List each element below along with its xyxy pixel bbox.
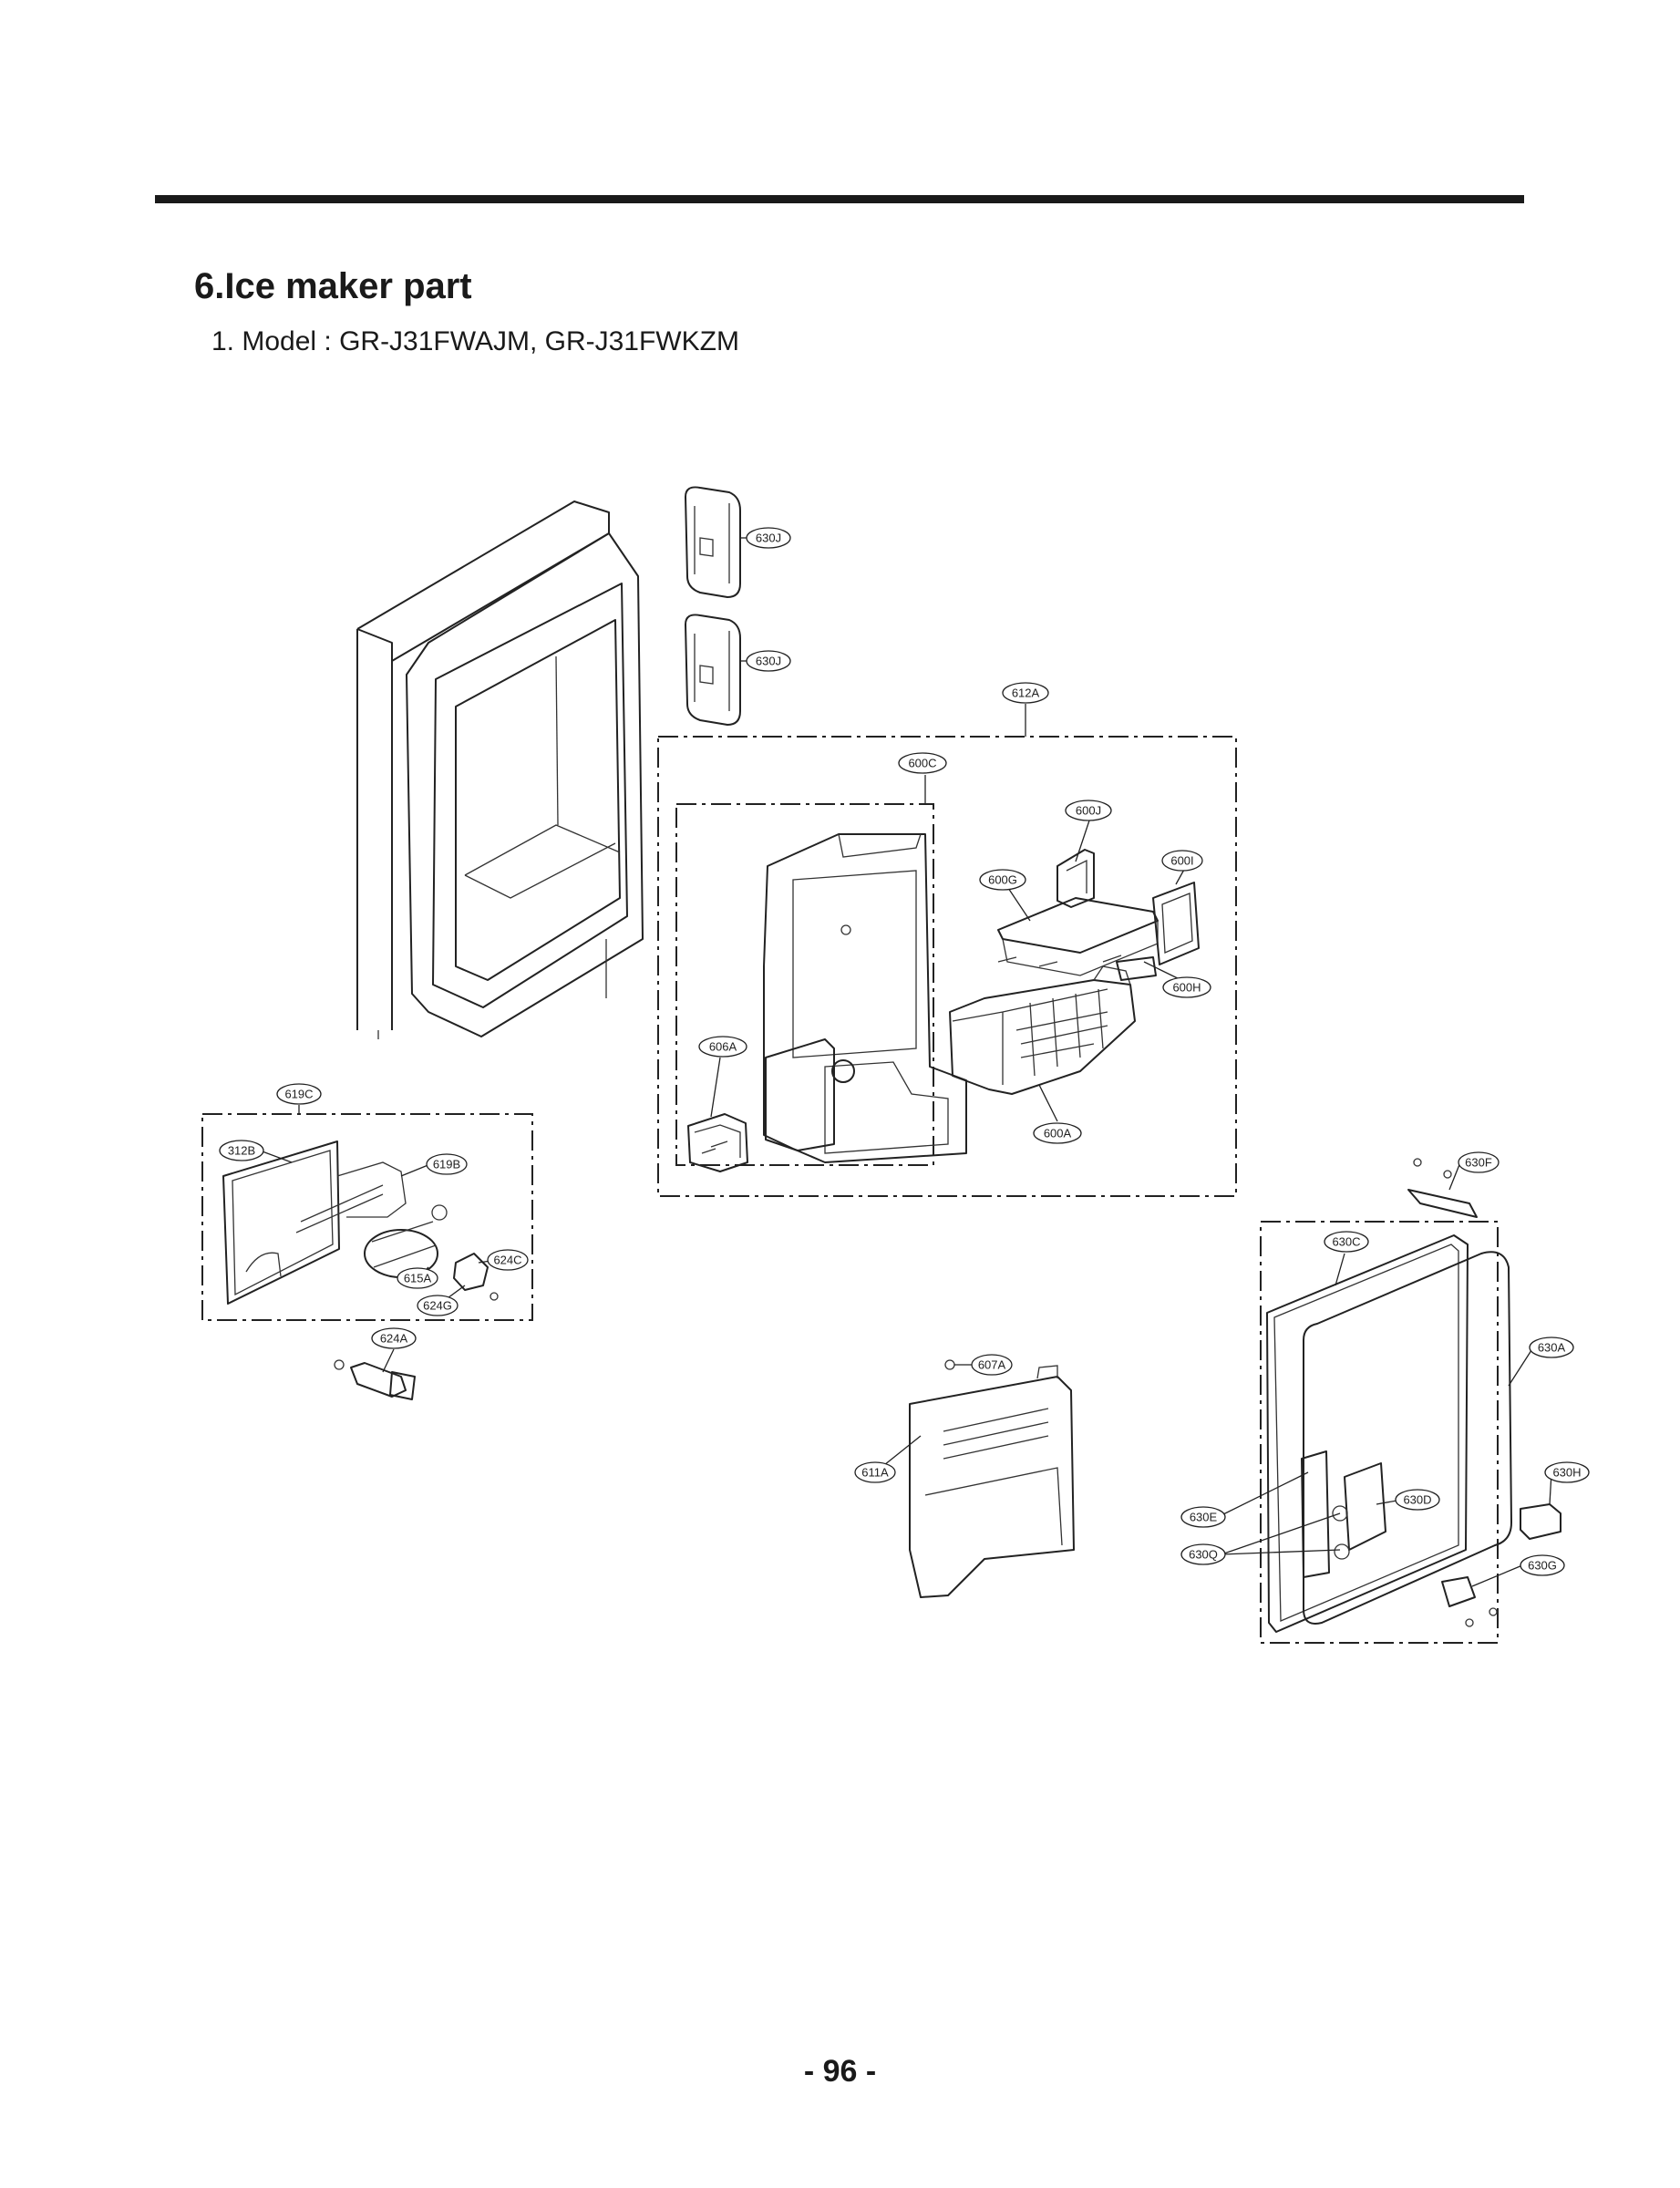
label-630E: 630E <box>1180 1506 1226 1528</box>
svg-text:600J: 600J <box>1076 804 1101 818</box>
part-label-bubbles: 630J 630J 612A 600C 600J 600I 600G 600H … <box>219 527 1590 1576</box>
svg-text:630C: 630C <box>1332 1235 1360 1249</box>
door-cap-parts-630J <box>685 486 741 726</box>
svg-text:619B: 619B <box>433 1158 460 1171</box>
svg-text:630E: 630E <box>1190 1511 1218 1524</box>
dispenser-cover-611A <box>909 1365 1075 1598</box>
bracket-part-600J <box>1056 849 1095 908</box>
leader-lines <box>259 537 1552 1587</box>
svg-text:600C: 600C <box>908 757 936 770</box>
svg-text:630A: 630A <box>1538 1341 1566 1355</box>
door-630A-drawing <box>1266 1234 1512 1633</box>
svg-text:630J: 630J <box>756 655 781 668</box>
label-630Q: 630Q <box>1180 1543 1226 1565</box>
svg-text:600I: 600I <box>1170 854 1193 868</box>
label-615A: 615A <box>397 1267 438 1289</box>
svg-text:615A: 615A <box>404 1272 432 1285</box>
label-612A: 612A <box>1002 682 1049 704</box>
gasket-part-600I <box>1152 882 1200 965</box>
label-630C: 630C <box>1324 1231 1369 1253</box>
label-630G: 630G <box>1520 1554 1565 1576</box>
svg-text:312B: 312B <box>228 1144 255 1158</box>
part-624A-drawing <box>334 1359 416 1400</box>
label-630F: 630F <box>1458 1151 1500 1173</box>
label-624A: 624A <box>371 1327 417 1349</box>
svg-text:624G: 624G <box>423 1299 452 1313</box>
assembly-box-619C <box>201 1113 533 1321</box>
assembly-box-612A <box>657 736 1237 1197</box>
label-611A: 611A <box>854 1461 896 1483</box>
label-600C: 600C <box>898 752 947 774</box>
label-600I: 600I <box>1161 850 1203 872</box>
label-619B: 619B <box>426 1153 468 1175</box>
label-630A: 630A <box>1529 1337 1574 1358</box>
top-rule <box>155 195 1524 203</box>
svg-text:612A: 612A <box>1012 686 1040 700</box>
screw-607A <box>944 1359 955 1370</box>
svg-text:624A: 624A <box>380 1332 408 1346</box>
label-619C: 619C <box>276 1083 322 1105</box>
svg-text:630Q: 630Q <box>1189 1548 1218 1562</box>
section-title: 6.Ice maker part <box>194 266 472 306</box>
label-606A: 606A <box>698 1036 747 1058</box>
label-630J-upper: 630J <box>746 527 791 549</box>
label-600G: 600G <box>979 869 1026 891</box>
svg-text:624C: 624C <box>493 1254 521 1267</box>
label-630D: 630D <box>1395 1489 1440 1511</box>
svg-text:607A: 607A <box>978 1358 1006 1372</box>
label-600J: 600J <box>1065 800 1112 821</box>
assembly-box-630 <box>1260 1221 1499 1644</box>
label-607A: 607A <box>971 1354 1013 1376</box>
assembly-box-600C <box>675 803 934 1166</box>
label-624G: 624G <box>417 1295 459 1316</box>
motor-part-606A <box>687 1113 748 1172</box>
label-624C: 624C <box>487 1249 529 1271</box>
model-line: 1. Model : GR-J31FWAJM, GR-J31FWKZM <box>211 326 739 356</box>
svg-text:600H: 600H <box>1172 981 1201 995</box>
label-630J-lower: 630J <box>746 650 791 672</box>
svg-text:630D: 630D <box>1403 1493 1431 1507</box>
svg-text:600G: 600G <box>988 873 1017 887</box>
svg-text:630G: 630G <box>1528 1559 1557 1573</box>
svg-text:611A: 611A <box>861 1466 889 1480</box>
part-600H <box>1116 956 1157 981</box>
hinge-part-630F <box>1407 1158 1478 1218</box>
door-frame-drawing <box>356 501 644 1039</box>
svg-text:600A: 600A <box>1044 1127 1072 1140</box>
hinge-part-630G <box>1441 1576 1498 1627</box>
label-600A: 600A <box>1033 1122 1082 1144</box>
svg-text:630H: 630H <box>1552 1466 1581 1480</box>
label-630H: 630H <box>1544 1461 1590 1483</box>
svg-text:630F: 630F <box>1465 1156 1492 1170</box>
page-number: - 96 - <box>803 2054 877 2089</box>
part-630H <box>1520 1503 1561 1540</box>
svg-text:630J: 630J <box>756 532 781 545</box>
ice-maker-bracket-drawing <box>763 833 967 1163</box>
ice-tray-part-600A <box>949 965 1136 1095</box>
svg-text:619C: 619C <box>284 1088 313 1101</box>
label-312B: 312B <box>219 1140 264 1161</box>
svg-text:606A: 606A <box>709 1040 737 1054</box>
label-600H: 600H <box>1162 976 1211 998</box>
